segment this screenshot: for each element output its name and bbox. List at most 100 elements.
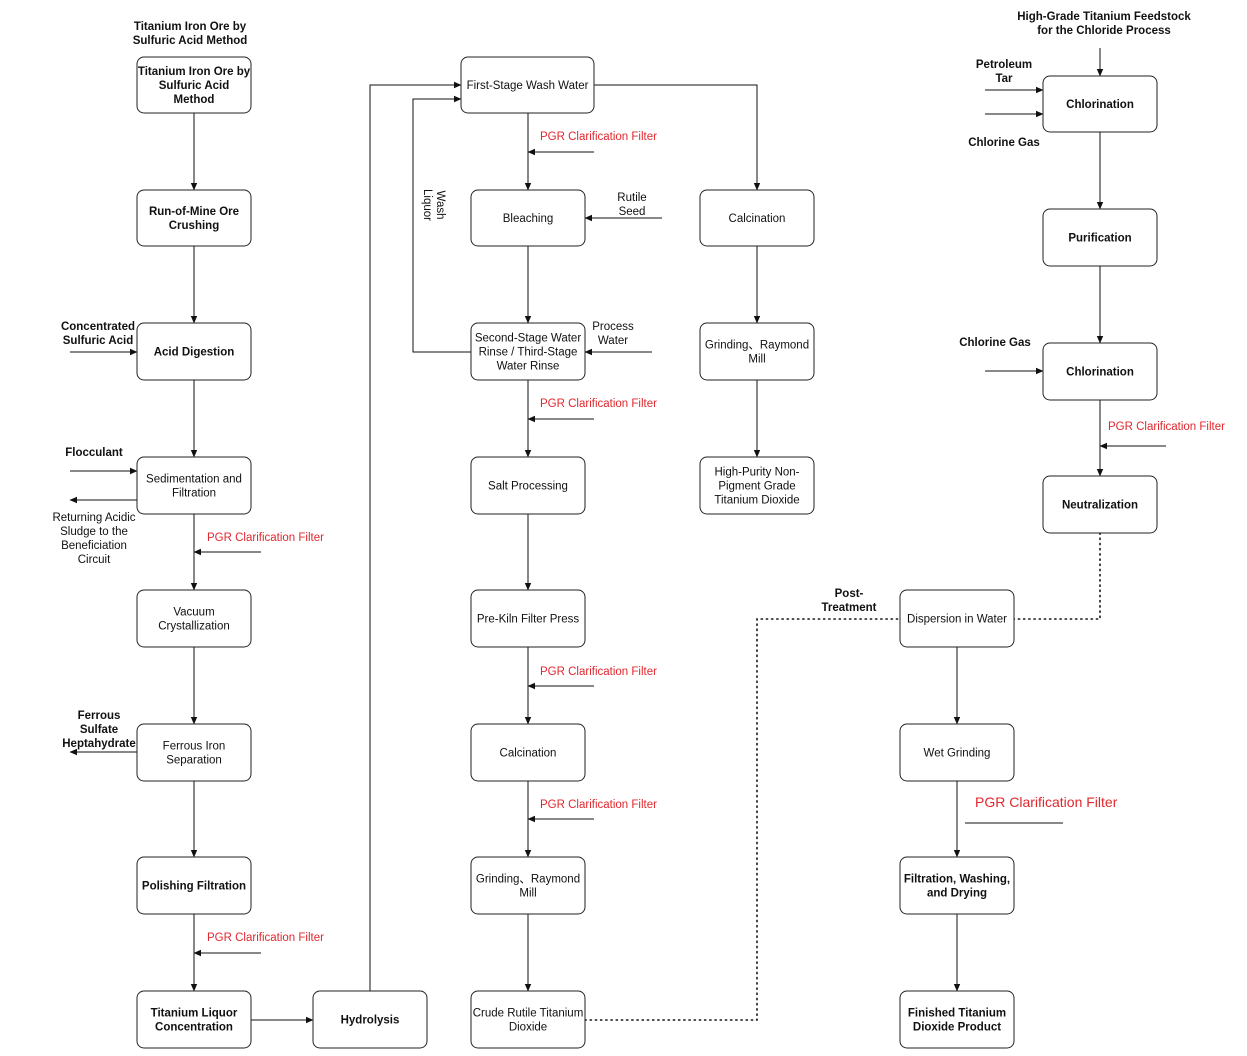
node-box [136,856,252,915]
text-line: Separation [166,755,222,767]
process-node-purif: Purification [1042,208,1158,267]
text-line: Salt Processing [488,481,568,493]
text-line: PGR Clarification Filter [1108,421,1225,433]
annotation-pgr-4: PGR Clarification Filter [540,398,657,410]
process-node-hydrolysis: Hydrolysis [312,990,428,1049]
text-line: Wash [434,191,446,220]
text-line: Concentration [155,1022,233,1034]
flow-arrow [412,95,471,353]
text-line: Mill [748,354,765,366]
node-box [460,56,595,114]
text-line: Water [598,335,628,347]
node-label: Wet Grinding [924,748,991,760]
text-line: Bleaching [503,213,554,225]
process-node-neutral: Neutralization [1042,475,1158,534]
text-line: Calcination [729,213,786,225]
text-line: Second-Stage Water [475,333,581,345]
text-line: Concentrated [61,321,135,333]
annotation-title-left: Titanium Iron Ore by Sulfuric Acid Method [133,21,248,47]
annotation-chlorine-gas-2: Chlorine Gas [959,337,1031,349]
node-label: Calcination [729,213,786,225]
node-box [1042,342,1158,401]
text-line: Purification [1068,233,1131,245]
text-line: and Drying [927,888,987,900]
node-box [136,589,252,648]
text-line: Chlorine Gas [968,137,1040,149]
text-line: Calcination [500,748,557,760]
text-line: Wet Grinding [924,748,991,760]
node-box [470,322,586,381]
text-line: Chlorination [1066,99,1134,111]
text-line: Sulfuric Acid Method [133,35,248,47]
node-label: Salt Processing [488,481,568,493]
node-box [899,589,1015,648]
text-line: Finished Titanium [908,1008,1006,1020]
text-line: PGR Clarification Filter [540,131,657,143]
node-box [899,723,1015,782]
node-box [699,322,815,381]
annotation-pgr-3: PGR Clarification Filter [540,131,657,143]
text-line: Heptahydrate [62,738,136,750]
text-line: Titanium Liquor [151,1008,238,1020]
text-line: Ferrous Iron [163,741,226,753]
process-node-wet-grind: Wet Grinding [899,723,1015,782]
text-line: PGR Clarification Filter [540,666,657,678]
text-line: Sulfate [80,724,118,736]
process-node-calc-right: Calcination [699,189,815,247]
dotted-connector [584,618,901,1021]
text-line: PGR Clarification Filter [540,398,657,410]
text-line: Neutralization [1062,500,1138,512]
text-line: Treatment [822,602,877,614]
text-line: Dioxide [509,1022,547,1034]
text-line: Chlorination [1066,367,1134,379]
process-node-acid-dig: Acid Digestion [136,322,252,381]
annotation-pgr-1: PGR Clarification Filter [207,532,324,544]
node-box [136,456,252,515]
node-box [470,723,586,782]
node-label: Hydrolysis [341,1015,400,1027]
node-box [312,990,428,1049]
text-line: Hydrolysis [341,1015,400,1027]
annotation-pgr-5: PGR Clarification Filter [540,666,657,678]
text-line: Crude Rutile Titanium [473,1008,584,1020]
node-box [1042,208,1158,267]
node-box [699,189,815,247]
text-line: Acid Digestion [154,347,235,359]
edges-layer [69,48,1166,1024]
text-line: Ferrous [78,710,121,722]
text-line: Grinding、Raymond [476,874,580,886]
text-line: Filtration, Washing, [904,874,1010,886]
text-line: Chlorine Gas [959,337,1031,349]
node-label: Chlorination [1066,99,1134,111]
annotation-chlorine-gas-1: Chlorine Gas [968,137,1040,149]
annotation-flocculant: Flocculant [65,447,123,459]
text-line: Pre-Kiln Filter Press [477,614,579,626]
text-line: Sulfuric Acid [63,335,134,347]
node-box [136,56,252,114]
node-box [470,856,586,915]
node-box [899,856,1015,915]
node-box [699,456,815,515]
text-line: Titanium Iron Ore by [134,21,247,33]
text-line: Returning Acidic [52,512,135,524]
node-label: Polishing Filtration [142,881,246,893]
text-line: Grinding、Raymond [705,340,809,352]
node-label: Bleaching [503,213,554,225]
text-line: High-Grade Titanium Feedstock [1017,11,1191,23]
text-line: PGR Clarification Filter [207,932,324,944]
